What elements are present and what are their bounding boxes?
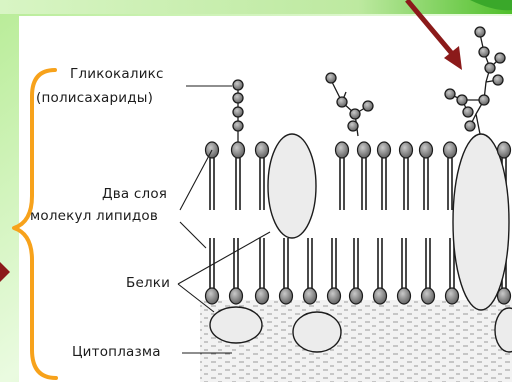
lipid-head bbox=[304, 288, 317, 304]
glycocalyx-label-line1: Гликокаликс bbox=[70, 66, 164, 82]
protein-bottom-middle bbox=[293, 312, 341, 352]
lipid-head bbox=[328, 288, 341, 304]
lipid-head bbox=[420, 142, 433, 158]
lipid-head bbox=[336, 142, 349, 158]
bilayer-label-line1: Два слоя bbox=[102, 186, 167, 202]
lipid-head bbox=[444, 142, 457, 158]
lipid-head bbox=[358, 142, 371, 158]
cytoplasm-label: Цитоплазма bbox=[72, 344, 161, 360]
lipid-head bbox=[230, 288, 243, 304]
top-band bbox=[0, 0, 512, 14]
lipid-head bbox=[400, 142, 413, 158]
protein-bottom-left bbox=[210, 307, 262, 343]
lipid-head bbox=[256, 142, 269, 158]
glycocalyx-label-line2: (полисахариды) bbox=[36, 90, 153, 106]
lipid-head bbox=[256, 288, 269, 304]
protein-top-left bbox=[268, 134, 316, 238]
lipid-head bbox=[374, 288, 387, 304]
lipid-head bbox=[422, 288, 435, 304]
protein-transmembrane bbox=[453, 134, 509, 310]
proteins-label: Белки bbox=[126, 275, 170, 291]
lipid-head bbox=[206, 288, 219, 304]
lipid-head bbox=[498, 288, 511, 304]
lipid-head bbox=[232, 142, 245, 158]
lipid-head bbox=[446, 288, 459, 304]
bilayer-label-line2: молекул липидов bbox=[30, 208, 158, 224]
lipid-head bbox=[398, 288, 411, 304]
lipid-head bbox=[280, 288, 293, 304]
lipid-head bbox=[350, 288, 363, 304]
lipid-head bbox=[378, 142, 391, 158]
lipid-head bbox=[498, 142, 511, 158]
